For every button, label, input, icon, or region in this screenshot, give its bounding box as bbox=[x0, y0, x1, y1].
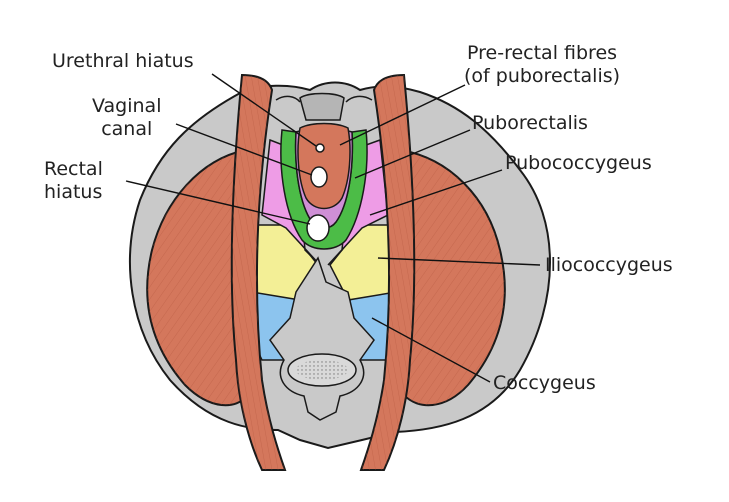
label-iliococcygeus: Iliococcygeus bbox=[545, 254, 673, 276]
label-vaginal-canal: Vaginal canal bbox=[92, 95, 162, 140]
leader-puborectalis bbox=[354, 129, 471, 179]
label-rectal-hiatus: Rectal hiatus bbox=[44, 158, 103, 203]
leader-pubococcygeus bbox=[369, 169, 503, 216]
label-urethral-hiatus: Urethral hiatus bbox=[52, 50, 194, 72]
right-pelvic-wall-strip bbox=[359, 73, 416, 471]
right-lateral-muscle bbox=[398, 148, 506, 407]
perineal-body bbox=[297, 122, 351, 242]
leader-iliococcygeus bbox=[377, 257, 541, 266]
label-coccygeus: Coccygeus bbox=[493, 372, 596, 394]
label-pre-rectal-fibres: Pre-rectal fibres (of puborectalis) bbox=[464, 42, 621, 87]
leader-vaginal-canal bbox=[175, 123, 313, 176]
leader-urethral-hiatus bbox=[211, 73, 317, 147]
left-lateral-muscle bbox=[146, 148, 252, 407]
leader-pre-rectal-fibres bbox=[339, 84, 466, 146]
leader-rectal-hiatus bbox=[125, 180, 311, 225]
leader-coccygeus bbox=[371, 317, 491, 383]
coccyx-sacrum bbox=[269, 256, 375, 421]
label-pubococcygeus: Pubococcygeus bbox=[505, 152, 652, 174]
urethral-hiatus-opening bbox=[315, 143, 325, 153]
leader-lines bbox=[125, 73, 541, 383]
vaginal-canal-opening bbox=[310, 166, 328, 188]
label-puborectalis: Puborectalis bbox=[472, 112, 588, 134]
rectal-hiatus-opening bbox=[306, 214, 330, 242]
